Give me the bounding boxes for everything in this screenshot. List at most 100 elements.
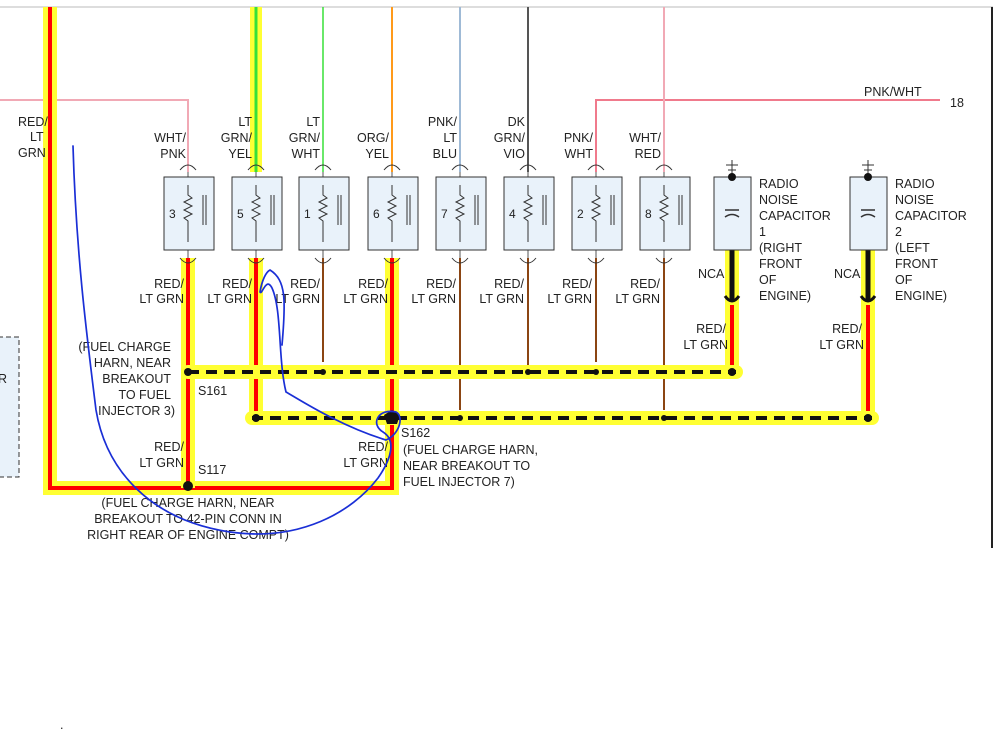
s161-bus-node — [320, 369, 326, 375]
s162-bus-node — [252, 414, 260, 422]
capacitor-2-labels: RADIO NOISE CAPACITOR 2 (LEFT FRONT OF E… — [819, 177, 966, 352]
svg-text:1: 1 — [304, 207, 311, 221]
left-wire-label-3: GRN — [18, 146, 46, 160]
svg-text:2: 2 — [577, 207, 584, 221]
s162-labels: (FUEL CHARGE HARN, NEAR BREAKOUT TO FUEL… — [403, 443, 538, 489]
svg-text:PNK: PNK — [160, 147, 186, 161]
injector-5: 5 — [231, 164, 283, 264]
svg-text:RIGHT REAR OF ENGINE COMPT): RIGHT REAR OF ENGINE COMPT) — [87, 528, 289, 542]
svg-text:LT: LT — [443, 131, 457, 145]
svg-text:PNK/: PNK/ — [428, 115, 458, 129]
capacitor-1 — [713, 160, 752, 251]
svg-text:8: 8 — [645, 207, 652, 221]
left-wire-label-2: LT — [30, 130, 44, 144]
svg-text:GRN/: GRN/ — [289, 131, 321, 145]
svg-text:DK: DK — [508, 115, 526, 129]
injector-8: 8 — [639, 164, 691, 264]
svg-text:ENGINE): ENGINE) — [759, 289, 811, 303]
svg-text:RADIO: RADIO — [759, 177, 799, 191]
svg-text:CAPACITOR: CAPACITOR — [895, 209, 967, 223]
svg-text:RED/: RED/ — [494, 277, 524, 291]
svg-text:VIO: VIO — [503, 147, 525, 161]
pnk-wht-label: PNK/WHT — [864, 85, 922, 99]
svg-text:OF: OF — [895, 273, 913, 287]
svg-text:LT GRN: LT GRN — [343, 456, 388, 470]
mid-wire-labels: RED/ LT GRN RED/ LT GRN — [139, 440, 388, 470]
injector-6: 6 — [367, 164, 419, 264]
injector-bottom-labels: RED/ LT GRN RED/ LT GRN RED/ LT GRN RED/… — [139, 277, 660, 306]
svg-text:(FUEL CHARGE HARN, NEAR: (FUEL CHARGE HARN, NEAR — [101, 496, 274, 510]
svg-text:(RIGHT: (RIGHT — [759, 241, 802, 255]
svg-text:TO FUEL: TO FUEL — [118, 388, 171, 402]
svg-text:RED/: RED/ — [358, 277, 388, 291]
svg-text:WHT/: WHT/ — [629, 131, 661, 145]
svg-text:RED/: RED/ — [426, 277, 456, 291]
svg-text:YEL: YEL — [228, 147, 252, 161]
svg-text:RED/: RED/ — [154, 277, 184, 291]
s117-labels: (FUEL CHARGE HARN, NEAR BREAKOUT TO 42-P… — [87, 496, 289, 542]
pin-18-label: 18 — [950, 96, 964, 110]
svg-text:NOISE: NOISE — [895, 193, 934, 207]
svg-text:RED: RED — [635, 147, 661, 161]
svg-text:RED/: RED/ — [290, 277, 320, 291]
svg-text:RED/: RED/ — [696, 322, 726, 336]
injector-top-labels: WHT/ PNK LT GRN/ YEL LT GRN/ WHT ORG/ YE… — [154, 115, 661, 161]
svg-text:NCA: NCA — [834, 267, 861, 281]
s161-end-node — [728, 368, 736, 376]
svg-text:ORG/: ORG/ — [357, 131, 389, 145]
svg-text:LT GRN: LT GRN — [139, 456, 184, 470]
svg-text:7: 7 — [441, 207, 448, 221]
svg-text:2: 2 — [895, 225, 902, 239]
s161-splice-dot — [184, 368, 192, 376]
svg-text:HARN, NEAR: HARN, NEAR — [94, 356, 171, 370]
svg-text:LT GRN: LT GRN — [819, 338, 864, 352]
svg-text:LT GRN: LT GRN — [275, 292, 320, 306]
svg-text:LT GRN: LT GRN — [547, 292, 592, 306]
partial-left-letter: R — [0, 372, 7, 386]
svg-text:WHT/: WHT/ — [154, 131, 186, 145]
svg-text:LT GRN: LT GRN — [207, 292, 252, 306]
svg-text:YEL: YEL — [365, 147, 389, 161]
svg-text:LT GRN: LT GRN — [615, 292, 660, 306]
s162-bus-node — [661, 415, 667, 421]
svg-text:5: 5 — [237, 207, 244, 221]
svg-text:RED/: RED/ — [154, 440, 184, 454]
svg-text:FRONT: FRONT — [759, 257, 802, 271]
svg-text:LT GRN: LT GRN — [343, 292, 388, 306]
wire-wht-pnk — [0, 99, 189, 172]
left-wire-label-1: RED/ — [18, 115, 48, 129]
s162-end-node — [864, 414, 872, 422]
svg-text:1: 1 — [759, 225, 766, 239]
injectors: 3 5 1 — [163, 164, 691, 264]
svg-text:OF: OF — [759, 273, 777, 287]
svg-text:RED/: RED/ — [562, 277, 592, 291]
svg-text:RED/: RED/ — [630, 277, 660, 291]
svg-text:(FUEL CHARGE: (FUEL CHARGE — [78, 340, 171, 354]
svg-text:6: 6 — [373, 207, 380, 221]
svg-text:BREAKOUT: BREAKOUT — [102, 372, 171, 386]
injector-2: 2 — [571, 164, 623, 264]
s162-bus-node — [457, 415, 463, 421]
s162-splice-pentagon — [384, 410, 400, 424]
svg-text:LT: LT — [306, 115, 320, 129]
cap1-break-arc — [723, 295, 741, 303]
partial-left-component — [0, 336, 20, 478]
svg-text:WHT: WHT — [292, 147, 321, 161]
svg-text:NOISE: NOISE — [759, 193, 798, 207]
svg-text:BREAKOUT TO 42-PIN CONN IN: BREAKOUT TO 42-PIN CONN IN — [94, 512, 282, 526]
svg-text:INJECTOR 3): INJECTOR 3) — [98, 404, 175, 418]
cap2-break-arc — [859, 295, 877, 303]
svg-text:RADIO: RADIO — [895, 177, 935, 191]
svg-text:GRN/: GRN/ — [221, 131, 253, 145]
injector-7: 7 — [435, 164, 487, 264]
svg-text:(LEFT: (LEFT — [895, 241, 930, 255]
svg-text:LT GRN: LT GRN — [479, 292, 524, 306]
s117-id: S117 — [198, 463, 226, 477]
injector-3: 3 — [163, 164, 215, 264]
s161-labels: (FUEL CHARGE HARN, NEAR BREAKOUT TO FUEL… — [78, 340, 175, 418]
injector-1: 1 — [298, 164, 350, 264]
svg-text:LT GRN: LT GRN — [683, 338, 728, 352]
svg-text:NEAR BREAKOUT TO: NEAR BREAKOUT TO — [403, 459, 530, 473]
s162-id: S162 — [401, 426, 430, 440]
